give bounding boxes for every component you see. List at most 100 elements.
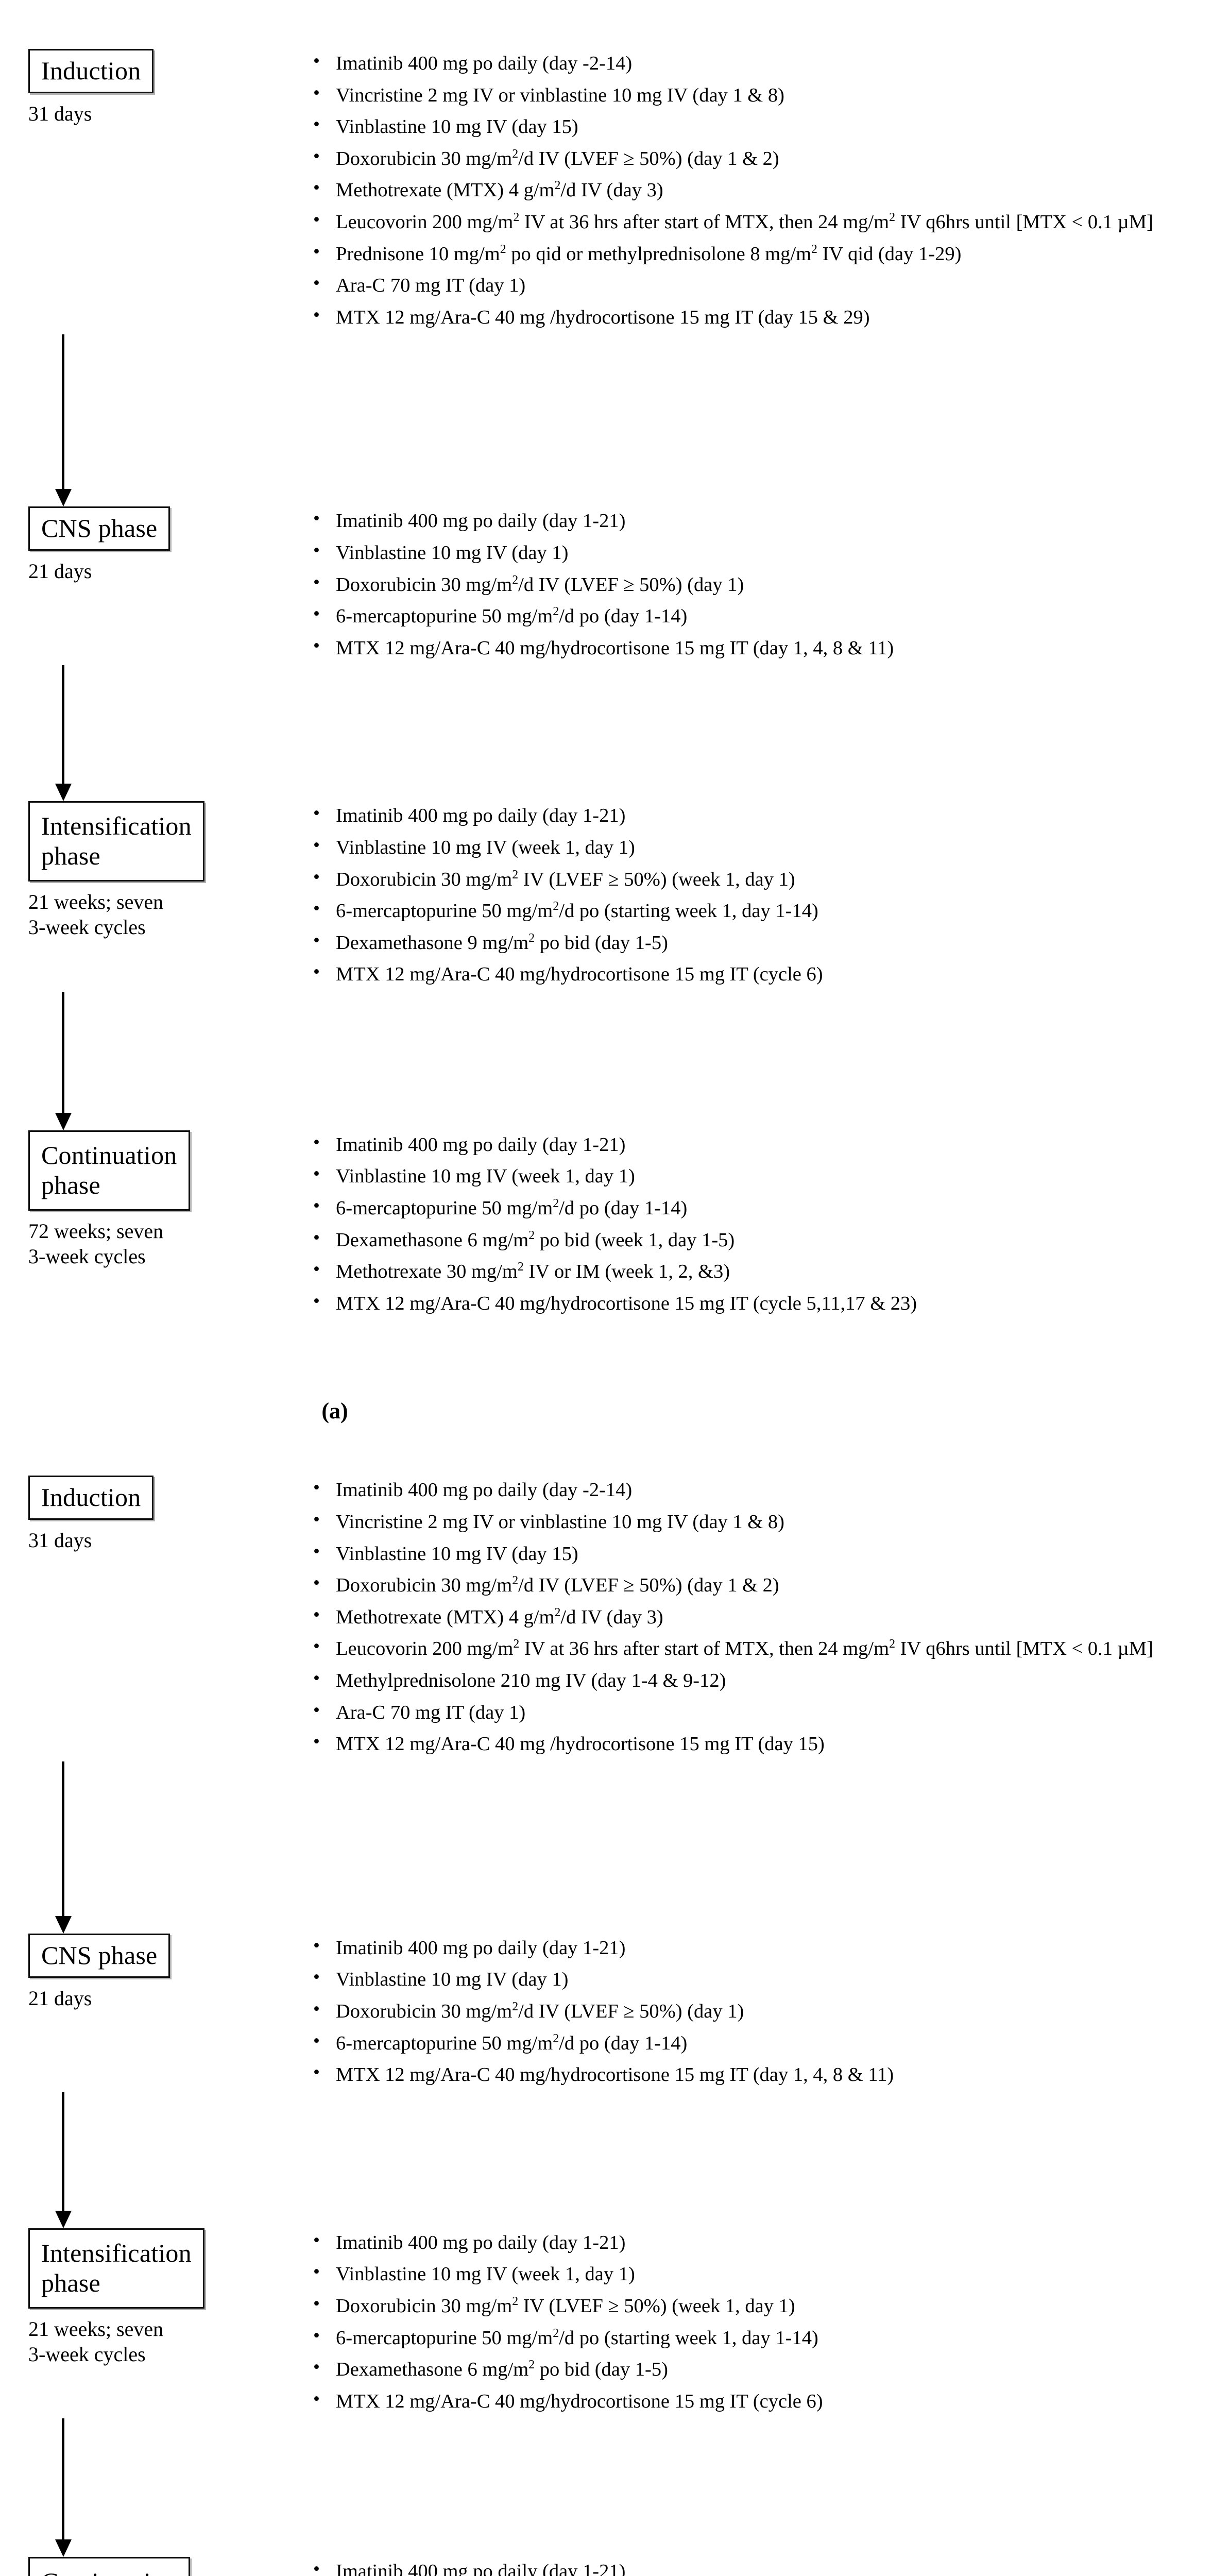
- drug-item: MTX 12 mg/Ara-C 40 mg/hydrocortisone 15 …: [309, 2059, 1198, 2090]
- flow-arrow-down: [55, 2418, 72, 2557]
- phase-duration: 21 days: [28, 560, 92, 583]
- drug-regimen-list: Imatinib 400 mg po daily (day 1-21)Vinbl…: [309, 505, 1213, 665]
- arrow-head: [55, 1112, 72, 1130]
- phase-row: CNS phase 21 days Imatinib 400 mg po daily…: [0, 1932, 1213, 2092]
- drug-item: Doxorubicin 30 mg/m2 IV (LVEF ≥ 50%) (we…: [309, 2290, 1198, 2321]
- drug-regimen-list: Imatinib 400 mg po daily (day 1-21)Vinbl…: [309, 1129, 1213, 1321]
- drug-item: 6-mercaptopurine 50 mg/m2/d po (day 1-14…: [309, 2027, 1198, 2058]
- flow-arrow-down: [55, 1761, 72, 1934]
- arrow-head: [55, 2539, 72, 2557]
- drug-regimen-list: Imatinib 400 mg po daily (day 1-21)Vinbl…: [309, 800, 1213, 992]
- arrow-stem: [62, 991, 64, 1113]
- drug-item: Methotrexate (MTX) 4 g/m2/d IV (day 3): [309, 174, 1198, 205]
- phase-duration: 31 days: [28, 1529, 92, 1552]
- drug-list: Imatinib 400 mg po daily (day 1-21)Vinbl…: [309, 1932, 1198, 2090]
- drug-item: MTX 12 mg/Ara-C 40 mg /hydrocortisone 15…: [309, 1728, 1198, 1759]
- phase-box-cns-phase: CNS phase: [28, 1933, 170, 1978]
- phase-row: Induction 31 days Imatinib 400 mg po daily…: [0, 47, 1213, 334]
- phase-box-induction: Induction: [28, 49, 154, 93]
- arrow-stem: [62, 665, 64, 784]
- drug-item: MTX 12 mg/Ara-C 40 mg/hydrocortisone 15 …: [309, 632, 1198, 663]
- drug-item: Imatinib 400 mg po daily (day 1-21): [309, 2227, 1198, 2258]
- drug-item: Leucovorin 200 mg/m2 IV at 36 hrs after …: [309, 1633, 1198, 1664]
- drug-item: Doxorubicin 30 mg/m2/d IV (LVEF ≥ 50%) (…: [309, 143, 1198, 174]
- phase-box-intensification: Intensification phase: [28, 2228, 204, 2309]
- drug-item: Imatinib 400 mg po daily (day -2-14): [309, 47, 1198, 78]
- drug-item: Prednisone 10 mg/m2 po qid or methylpred…: [309, 238, 1198, 269]
- drug-list: Imatinib 400 mg po daily (day -2-14)Vinc…: [309, 1474, 1198, 1759]
- phase-box-continuation: Continuation phase: [28, 2557, 190, 2576]
- phase-duration: 72 weeks; seven 3-week cycles: [28, 1219, 164, 1268]
- phase-left-column: CNS phase 21 days: [0, 506, 309, 584]
- phase-row: Intensification phase 21 weeks; seven 3-w…: [0, 2227, 1213, 2419]
- phase-box-cns-phase: CNS phase: [28, 506, 170, 551]
- phase-left-column: Induction 31 days: [0, 49, 309, 127]
- drug-item: MTX 12 mg/Ara-C 40 mg/hydrocortisone 15 …: [309, 958, 1198, 989]
- drug-item: Vinblastine 10 mg IV (week 1, day 1): [309, 2258, 1198, 2289]
- phase-left-column: CNS phase 21 days: [0, 1933, 309, 2011]
- drug-item: Dexamethasone 6 mg/m2 po bid (day 1-5): [309, 2353, 1198, 2384]
- flow-arrow-down: [55, 334, 72, 507]
- phase-box-continuation: Continuation phase: [28, 1130, 190, 1211]
- drug-item: Imatinib 400 mg po daily (day 1-21): [309, 2555, 1198, 2576]
- drug-item: Ara-C 70 mg IT (day 1): [309, 1697, 1198, 1727]
- drug-list: Imatinib 400 mg po daily (day 1-21)Vinbl…: [309, 2555, 1198, 2576]
- drug-item: 6-mercaptopurine 50 mg/m2/d po (starting…: [309, 2322, 1198, 2353]
- drug-item: Imatinib 400 mg po daily (day -2-14): [309, 1474, 1198, 1505]
- phase-duration: 21 weeks; seven 3-week cycles: [28, 2317, 164, 2366]
- drug-item: 6-mercaptopurine 50 mg/m2/d po (day 1-14…: [309, 1192, 1198, 1223]
- drug-item: Dexamethasone 9 mg/m2 po bid (day 1-5): [309, 927, 1198, 958]
- drug-regimen-list: Imatinib 400 mg po daily (day 1-21)Vinbl…: [309, 2555, 1213, 2576]
- drug-item: MTX 12 mg/Ara-C 40 mg/hydrocortisone 15 …: [309, 1287, 1198, 1318]
- drug-item: Imatinib 400 mg po daily (day 1-21): [309, 505, 1198, 536]
- phase-duration: 31 days: [28, 102, 92, 125]
- drug-item: Vinblastine 10 mg IV (week 1, day 1): [309, 1160, 1198, 1191]
- drug-item: Imatinib 400 mg po daily (day 1-21): [309, 1129, 1198, 1160]
- drug-item: Methotrexate 30 mg/m2 IV or IM (week 1, …: [309, 1256, 1198, 1286]
- phase-duration: 21 weeks; seven 3-week cycles: [28, 890, 164, 939]
- drug-item: Ara-C 70 mg IT (day 1): [309, 269, 1198, 300]
- phase-duration: 21 days: [28, 1986, 92, 2010]
- phase-left-column: Intensification phase 21 weeks; seven 3-w…: [0, 2228, 309, 2367]
- flow-arrow-down: [55, 991, 72, 1130]
- drug-regimen-list: Imatinib 400 mg po daily (day -2-14)Vinc…: [309, 47, 1213, 334]
- flow-arrow-down: [55, 2092, 72, 2228]
- drug-regimen-list: Imatinib 400 mg po daily (day 1-21)Vinbl…: [309, 2227, 1213, 2419]
- drug-list: Imatinib 400 mg po daily (day 1-21)Vinbl…: [309, 505, 1198, 663]
- arrow-stem: [62, 334, 64, 489]
- drug-list: Imatinib 400 mg po daily (day -2-14)Vinc…: [309, 47, 1198, 332]
- arrow-stem: [62, 1761, 64, 1916]
- drug-item: MTX 12 mg/Ara-C 40 mg/hydrocortisone 15 …: [309, 2385, 1198, 2416]
- drug-item: Doxorubicin 30 mg/m2/d IV (LVEF ≥ 50%) (…: [309, 1995, 1198, 2026]
- drug-regimen-list: Imatinib 400 mg po daily (day 1-21)Vinbl…: [309, 1932, 1213, 2092]
- drug-item: Doxorubicin 30 mg/m2/d IV (LVEF ≥ 50%) (…: [309, 1569, 1198, 1600]
- drug-item: Vinblastine 10 mg IV (day 15): [309, 1538, 1198, 1569]
- drug-item: Dexamethasone 6 mg/m2 po bid (week 1, da…: [309, 1224, 1198, 1255]
- drug-item: MTX 12 mg/Ara-C 40 mg /hydrocortisone 15…: [309, 301, 1198, 332]
- phase-row: Continuation phase 72 weeks; seven 3-week…: [0, 1129, 1213, 1321]
- drug-item: Imatinib 400 mg po daily (day 1-21): [309, 1932, 1198, 1963]
- phase-row: CNS phase 21 days Imatinib 400 mg po daily…: [0, 505, 1213, 665]
- drug-item: 6-mercaptopurine 50 mg/m2/d po (starting…: [309, 895, 1198, 926]
- drug-item: Methylprednisolone 210 mg IV (day 1-4 & …: [309, 1665, 1198, 1696]
- panel-label-a: (a): [321, 1398, 348, 1424]
- drug-item: Imatinib 400 mg po daily (day 1-21): [309, 800, 1198, 831]
- arrow-head: [55, 1916, 72, 1934]
- drug-item: Vinblastine 10 mg IV (day 15): [309, 111, 1198, 142]
- drug-item: Doxorubicin 30 mg/m2/d IV (LVEF ≥ 50%) (…: [309, 569, 1198, 600]
- drug-item: Vincristine 2 mg IV or vinblastine 10 mg…: [309, 79, 1198, 110]
- drug-item: Methotrexate (MTX) 4 g/m2/d IV (day 3): [309, 1601, 1198, 1632]
- arrow-stem: [62, 2418, 64, 2540]
- flow-arrow-down: [55, 665, 72, 802]
- drug-item: Vinblastine 10 mg IV (day 1): [309, 1963, 1198, 1994]
- arrow-stem: [62, 2092, 64, 2211]
